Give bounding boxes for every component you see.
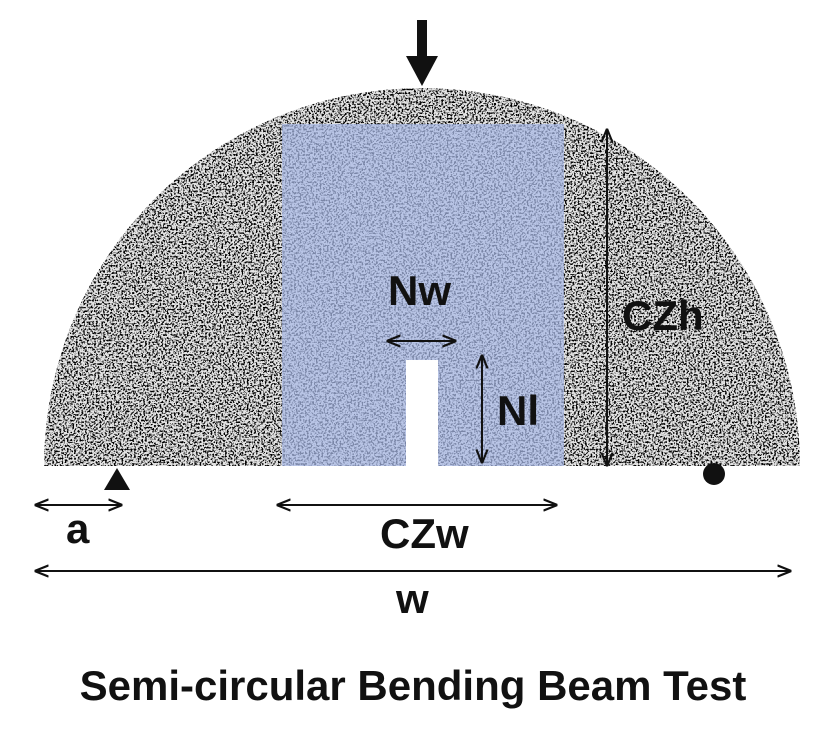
nw-label: Nw: [388, 267, 451, 314]
nl-label: Nl: [497, 387, 539, 434]
czh-label: CZh: [622, 292, 704, 339]
a-label: a: [66, 505, 90, 552]
roller-support-icon: [703, 463, 725, 485]
load-arrow-icon: [406, 20, 438, 86]
w-label: w: [395, 575, 429, 622]
czw-label: CZw: [380, 510, 469, 557]
triangle-support-icon: [104, 468, 130, 490]
figure-title: Semi-circular Bending Beam Test: [79, 662, 747, 709]
notch: [406, 360, 438, 468]
